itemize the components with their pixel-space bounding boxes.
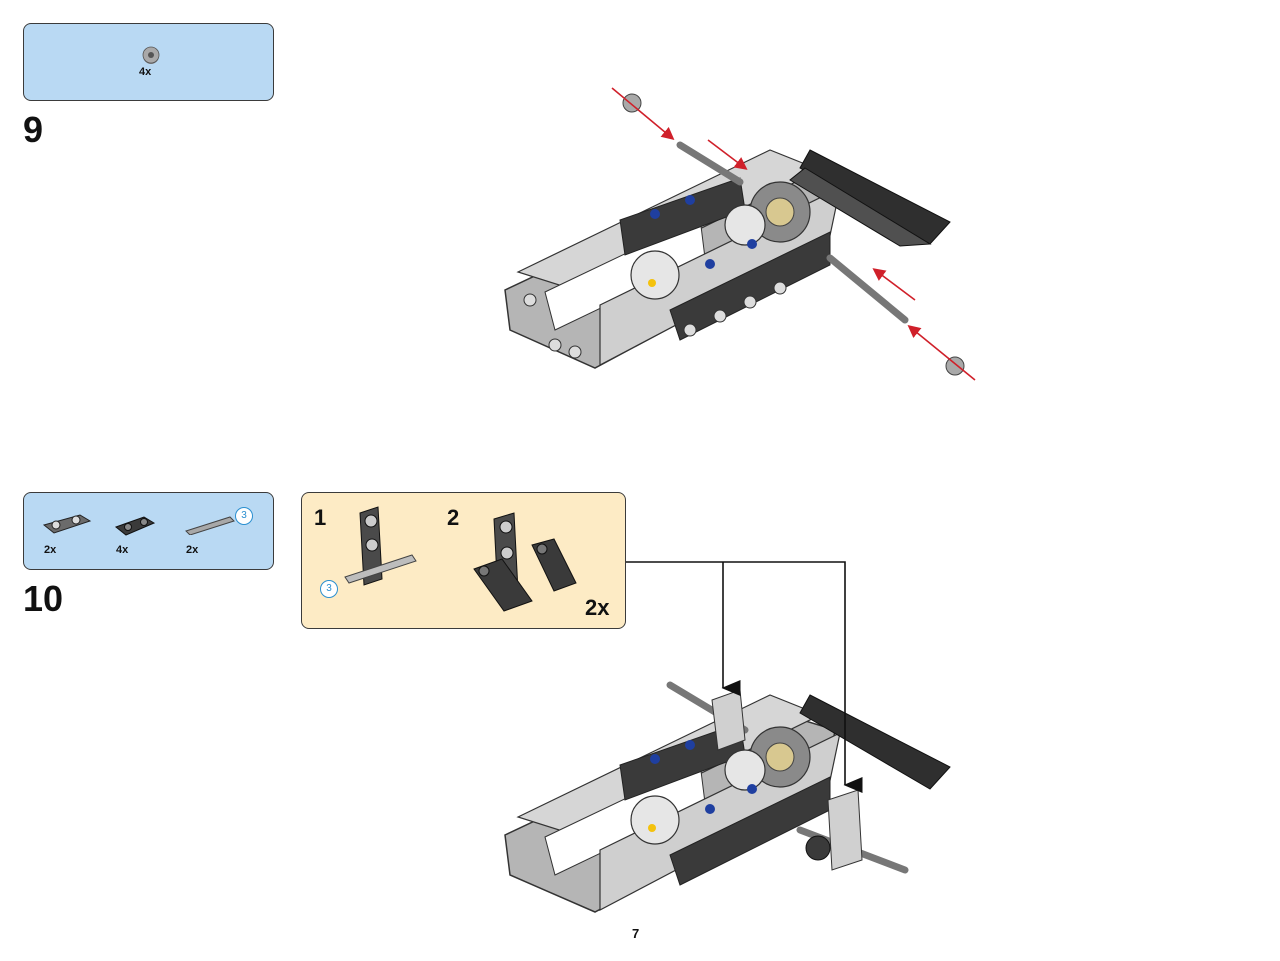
- axle-part-icon: [185, 516, 235, 535]
- substep-1-axle-badge: 3: [320, 580, 338, 598]
- axle-qty: 2x: [186, 544, 199, 556]
- cross-block-part-icon: [114, 516, 156, 536]
- bush-qty: 4x: [139, 66, 152, 78]
- cross-block-beam-part-icon: [42, 514, 92, 534]
- substep-1-illustration: [344, 506, 417, 586]
- axle-length-badge: 3: [235, 507, 253, 525]
- step9-number: 9: [23, 109, 44, 150]
- step10-subassembly-callout: 1 3 2 2x: [301, 492, 626, 629]
- subassembly-connector-arrows: [626, 561, 863, 793]
- substep-2-number: 2: [447, 505, 460, 530]
- insertion-arrows: [611, 87, 976, 381]
- step9-parts-callout: 4x: [23, 23, 274, 101]
- step10-chassis: [504, 681, 951, 913]
- subassembly-multiplier: 2x: [585, 595, 610, 620]
- cross-block-qty: 4x: [116, 544, 129, 556]
- substep-2-illustration: [473, 512, 577, 612]
- chassis-frame: [504, 149, 951, 369]
- step10-number: 10: [23, 578, 64, 619]
- substep-1-number: 1: [314, 505, 327, 530]
- step10-parts-callout: 2x 4x 3 2x: [23, 492, 274, 570]
- page-number: 7: [632, 926, 640, 941]
- cross-block-beam-qty: 2x: [44, 544, 57, 556]
- bush-part-icon: [142, 46, 160, 64]
